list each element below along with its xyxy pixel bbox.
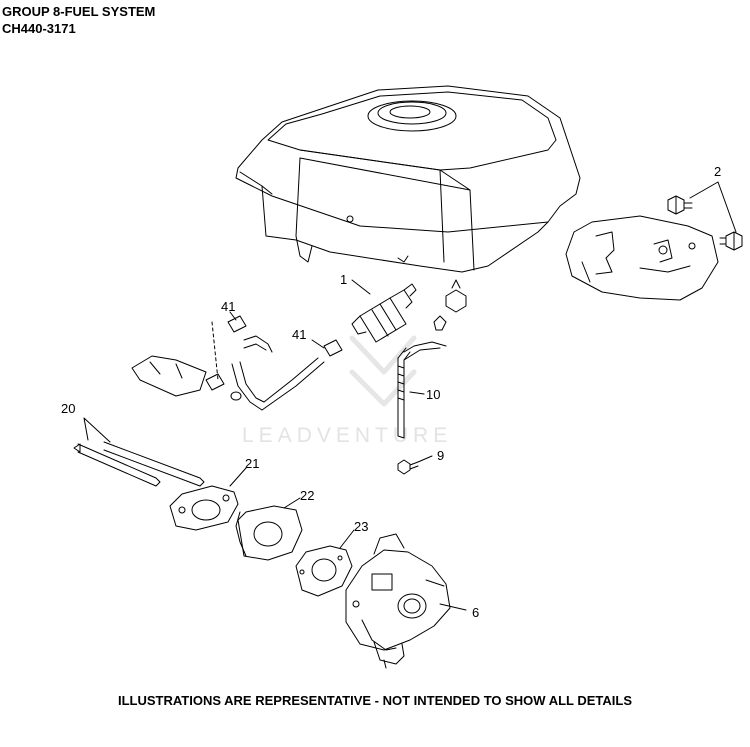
- screw-part: [397, 459, 419, 475]
- bracket-part: [565, 215, 719, 301]
- callout-6: 6: [472, 605, 480, 620]
- callout-20: 20: [61, 401, 76, 416]
- leader-2: [689, 181, 737, 233]
- callout-41-lower: 41: [292, 327, 307, 342]
- gasket-23: [295, 545, 353, 597]
- leader-21: [229, 467, 247, 487]
- carburetor: [345, 533, 451, 669]
- callout-21: 21: [245, 456, 260, 471]
- shutoff-valve: [433, 279, 467, 331]
- vent-hose: [397, 341, 447, 439]
- callout-41-upper: 41: [221, 299, 236, 314]
- disclaimer-footer: ILLUSTRATIONS ARE REPRESENTATIVE - NOT I…: [118, 693, 632, 708]
- fuel-line: [230, 335, 325, 411]
- bolt-part: [667, 195, 743, 251]
- diagram-header: GROUP 8-FUEL SYSTEM CH440-3171: [2, 3, 155, 37]
- spacer-22: [235, 505, 303, 561]
- model-number: CH440-3171: [2, 21, 76, 36]
- callout-23: 23: [354, 519, 369, 534]
- callout-1: 1: [340, 272, 348, 287]
- leader-23: [339, 529, 355, 549]
- choke-rod: [73, 441, 205, 487]
- callout-9: 9: [437, 448, 445, 463]
- leader-20: [83, 417, 111, 443]
- fuel-tank: [235, 85, 581, 273]
- leader-41a: [229, 311, 237, 321]
- watermark-logo: [349, 335, 417, 407]
- callout-2: 2: [714, 164, 722, 179]
- hose-clamp: [205, 315, 343, 391]
- leader-9: [417, 455, 433, 463]
- leader-1: [351, 279, 371, 295]
- fuel-filter: [351, 283, 417, 343]
- gasket-21: [169, 485, 239, 531]
- group-title: GROUP 8-FUEL SYSTEM: [2, 4, 156, 19]
- watermark-text: LEADVENTURE: [242, 424, 453, 447]
- leader-22: [283, 497, 301, 509]
- leader-6: [439, 603, 467, 611]
- leader-41b: [311, 339, 325, 349]
- leader-10: [409, 391, 425, 395]
- callout-10: 10: [426, 387, 441, 402]
- vent-plate: [131, 321, 219, 397]
- callout-22: 22: [300, 488, 315, 503]
